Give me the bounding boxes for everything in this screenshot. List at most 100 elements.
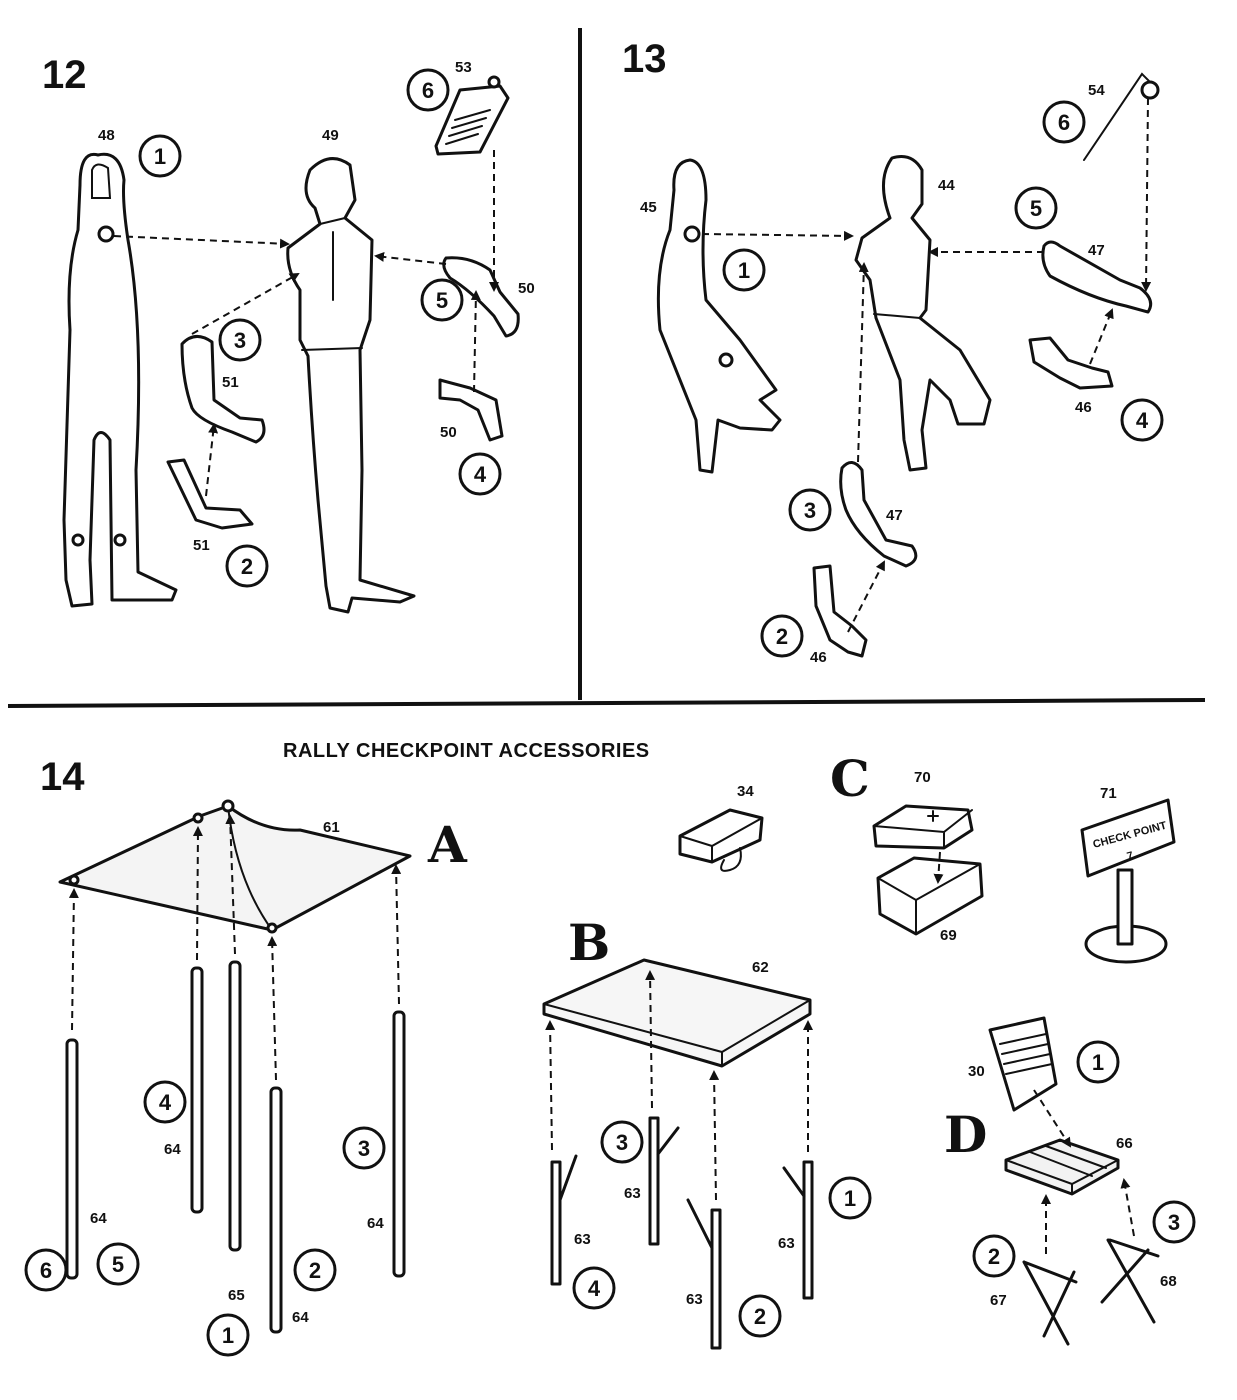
part-number: 51 (222, 374, 239, 391)
part-number: 44 (938, 177, 955, 194)
chair-back-part (988, 1016, 1058, 1112)
first-aid-lid-part (872, 804, 974, 850)
svg-text:4: 4 (588, 1276, 601, 1301)
part-number: 67 (990, 1292, 1007, 1309)
callout-6: 6 (24, 1248, 68, 1292)
chair-assembly: D 30 66 67 68 1 2 3 (944, 1016, 1196, 1346)
table-top-part (542, 958, 812, 1068)
lower-arm-part (839, 461, 918, 568)
svg-text:3: 3 (616, 1130, 628, 1155)
section-d-letter: D (944, 1105, 987, 1164)
svg-text:1: 1 (154, 144, 166, 169)
callout-6: 6 (406, 68, 450, 112)
callout-1: 1 (206, 1313, 250, 1357)
svg-text:5: 5 (1030, 196, 1042, 221)
svg-text:4: 4 (1136, 408, 1149, 433)
chair-leg-part (1100, 1238, 1160, 1324)
svg-text:2: 2 (309, 1258, 321, 1283)
racing-suit-part (62, 152, 178, 608)
part-number: 66 (1116, 1135, 1133, 1152)
part-number: 46 (810, 649, 827, 666)
callout-1: 1 (138, 134, 182, 178)
part-number: 30 (968, 1063, 985, 1080)
part-number: 53 (455, 59, 472, 76)
part-number: 69 (940, 927, 957, 944)
svg-text:2: 2 (241, 554, 253, 579)
svg-text:5: 5 (112, 1252, 124, 1277)
seated-driver-part (854, 155, 992, 472)
callout-4: 4 (143, 1080, 187, 1124)
callout-1: 1 (828, 1176, 872, 1220)
first-aid-box-part (876, 856, 984, 936)
callout-5: 5 (96, 1242, 140, 1286)
table-leg (550, 1154, 578, 1286)
part-number: 64 (164, 1141, 181, 1158)
part-number: 65 (228, 1287, 245, 1304)
svg-text:3: 3 (358, 1136, 370, 1161)
svg-text:2: 2 (776, 624, 788, 649)
svg-text:2: 2 (754, 1304, 766, 1329)
callout-6: 6 (1042, 100, 1086, 144)
step-13-number: 13 (622, 37, 667, 81)
part-number: 48 (98, 127, 115, 144)
tent-canopy-part (58, 804, 412, 932)
callout-3: 3 (600, 1120, 644, 1164)
svg-text:1: 1 (844, 1186, 856, 1211)
part-number: 63 (624, 1185, 641, 1202)
left-arm-part (180, 335, 266, 444)
callout-2: 2 (738, 1294, 782, 1338)
accessories-title: RALLY CHECKPOINT ACCESSORIES (283, 740, 650, 762)
svg-text:5: 5 (436, 288, 448, 313)
part-number: 34 (737, 783, 754, 800)
part-number: 50 (518, 280, 535, 297)
chair-leg-part (1022, 1260, 1078, 1346)
callout-1: 1 (722, 248, 766, 292)
svg-text:4: 4 (474, 462, 487, 487)
callout-4: 4 (458, 452, 502, 496)
checkpoint-sign-part: CHECK POINT 7 (1080, 798, 1176, 964)
section-a-letter: A (427, 815, 468, 874)
svg-text:6: 6 (1058, 110, 1070, 135)
callout-5: 5 (1014, 186, 1058, 230)
part-number: 68 (1160, 1273, 1177, 1290)
svg-text:2: 2 (988, 1244, 1000, 1269)
svg-text:1: 1 (738, 258, 750, 283)
step-12-panel: 48 49 50 51 51 53 50 1 2 3 4 5 6 (62, 59, 535, 614)
seated-suit-part (656, 158, 782, 474)
svg-text:3: 3 (804, 498, 816, 523)
callout-2: 2 (293, 1248, 337, 1292)
section-c-letter: C (830, 749, 870, 808)
arm-part (1041, 240, 1153, 314)
seat-part-right (438, 378, 504, 442)
tent-pole (392, 1010, 406, 1278)
driver-figure-part (286, 157, 416, 614)
lower-seat-part (812, 564, 868, 658)
callout-3: 3 (342, 1126, 386, 1170)
sign-text-line2: 7 (1126, 850, 1135, 863)
svg-text:1: 1 (222, 1323, 234, 1348)
tent-assembly: A 61 64 64 64 64 65 1 2 3 4 5 6 (24, 799, 468, 1357)
part-number: 64 (90, 1210, 107, 1227)
part-number: 64 (292, 1309, 309, 1326)
part-number: 47 (886, 507, 903, 524)
table-leg (686, 1198, 722, 1350)
step-13-panel: 45 44 47 46 47 46 54 1 2 3 4 5 6 (640, 72, 1164, 666)
seat-part-left (166, 458, 254, 530)
callout-1: 1 (1076, 1040, 1120, 1084)
tent-pole (190, 966, 204, 1214)
part-number: 63 (778, 1235, 795, 1252)
seat-part (1028, 336, 1114, 390)
callout-4: 4 (1120, 398, 1164, 442)
callout-2: 2 (760, 614, 804, 658)
horizontal-divider (7, 698, 1206, 708)
part-number: 51 (193, 537, 210, 554)
part-number: 47 (1088, 242, 1105, 259)
part-number: 64 (367, 1215, 384, 1232)
callout-2: 2 (225, 544, 269, 588)
first-aid-and-sign: C 70 69 CHECK POINT 7 71 (830, 749, 1176, 964)
step-12-number: 12 (42, 53, 87, 97)
part-number: 71 (1100, 785, 1117, 802)
part-number: 54 (1088, 82, 1105, 99)
svg-text:6: 6 (422, 78, 434, 103)
part-number: 63 (574, 1231, 591, 1248)
